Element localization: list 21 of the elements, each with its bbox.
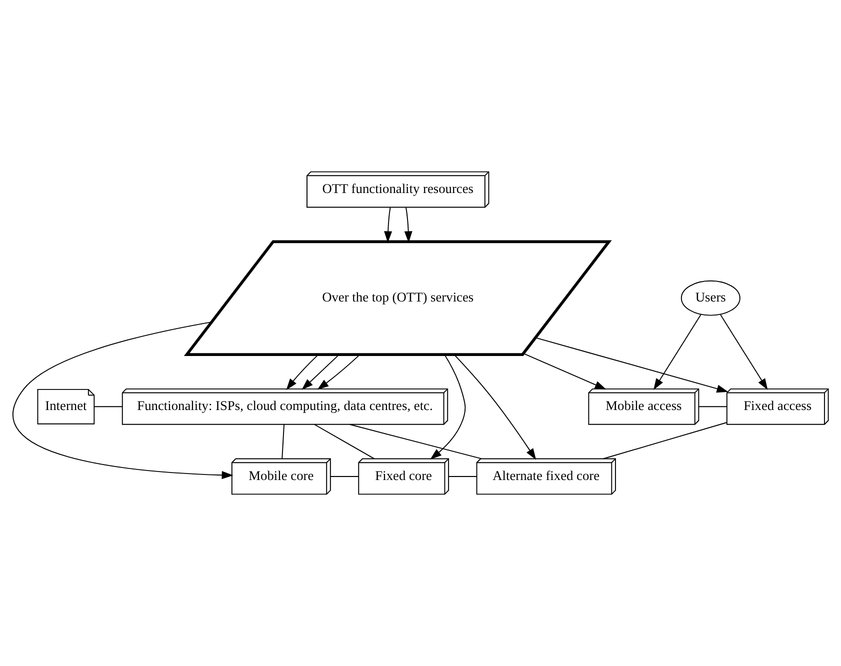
connector bbox=[448, 476, 477, 477]
connector bbox=[94, 406, 123, 408]
arrow bbox=[286, 354, 319, 390]
connector bbox=[602, 422, 728, 460]
arrow bbox=[454, 354, 536, 460]
connector bbox=[698, 406, 728, 408]
arrow bbox=[535, 337, 728, 393]
arrow bbox=[384, 207, 392, 243]
connector bbox=[349, 424, 482, 460]
arrow bbox=[523, 353, 606, 390]
arrow bbox=[654, 314, 702, 390]
arrow bbox=[12, 322, 234, 480]
arrow bbox=[720, 314, 768, 390]
connector bbox=[330, 476, 359, 477]
node-ellipse: Users bbox=[680, 280, 740, 316]
arrow bbox=[317, 354, 360, 390]
connector bbox=[282, 424, 285, 459]
connector bbox=[314, 424, 375, 460]
arrow bbox=[430, 354, 466, 460]
arrow bbox=[404, 207, 412, 243]
arrow bbox=[302, 354, 340, 390]
